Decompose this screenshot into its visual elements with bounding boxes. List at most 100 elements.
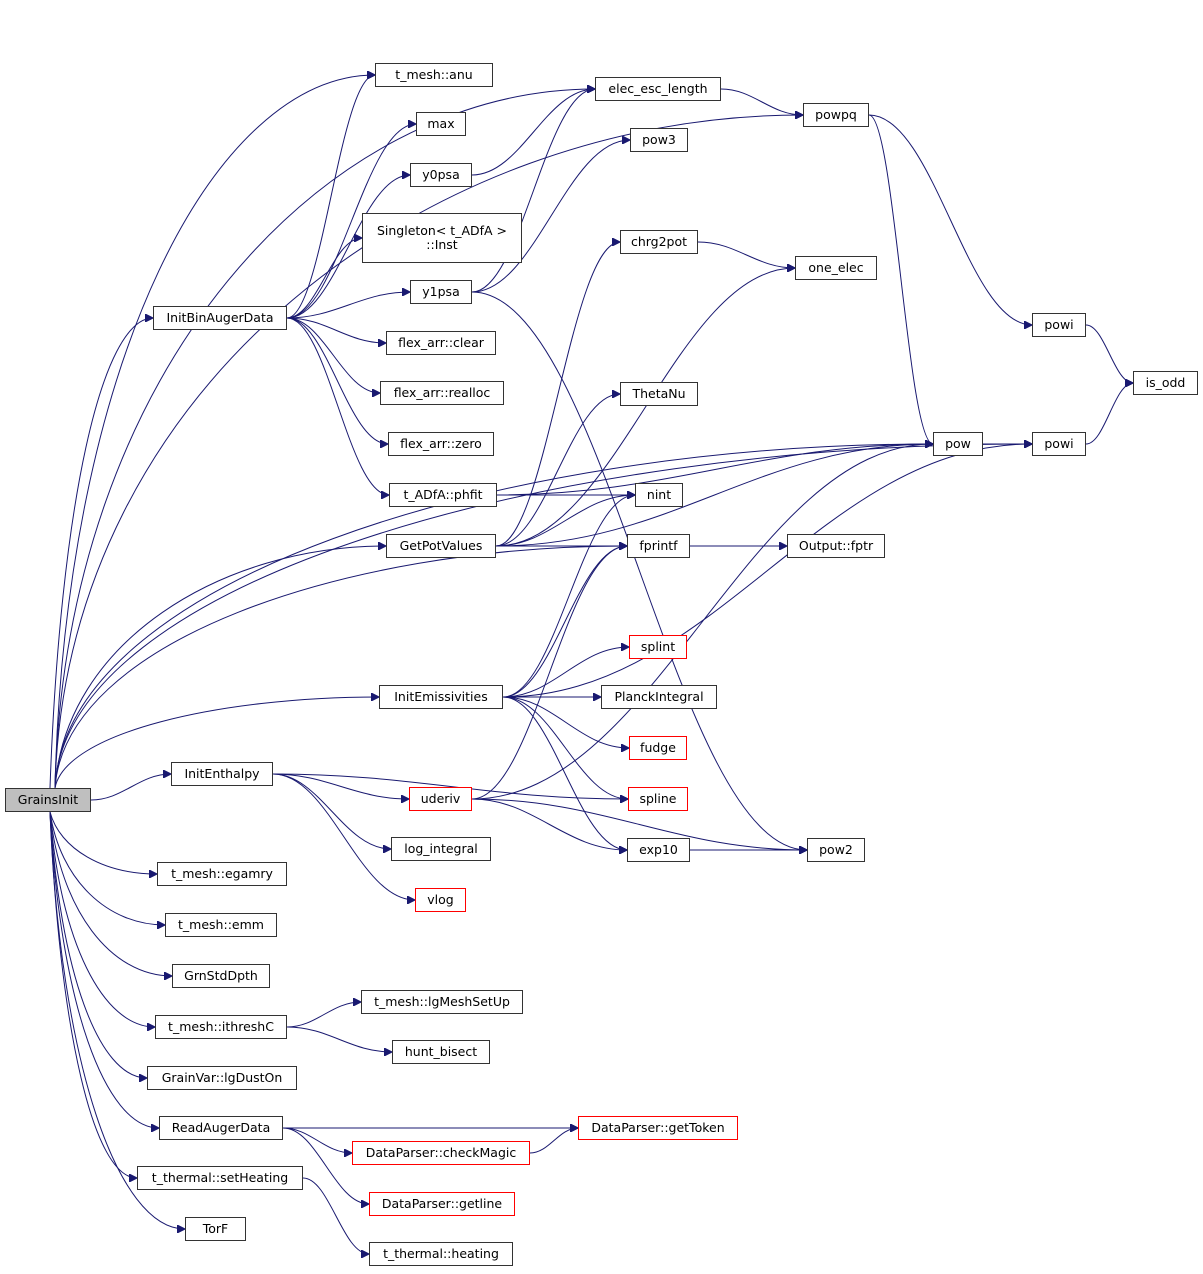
node-log-integral[interactable]: log_integral [391, 837, 491, 861]
edge-initenthalpy-to-spline [272, 773, 628, 799]
node-singleton-inst[interactable]: Singleton< t_ADfA > ::Inst [362, 213, 522, 263]
node-pow[interactable]: pow [933, 432, 983, 456]
edge-initemissivities-to-spline [502, 696, 628, 799]
edge-ithreshc-to-lgmeshsetup [286, 1002, 361, 1028]
node-phfit[interactable]: t_ADfA::phfit [389, 483, 497, 507]
node-one-elec[interactable]: one_elec [795, 256, 877, 280]
node-label: spline [639, 791, 677, 806]
edge-grainsinit-to-powi_bot [54, 444, 1032, 789]
node-gettoken[interactable]: DataParser::getToken [578, 1116, 738, 1140]
edge-setheating-to-heating [302, 1177, 369, 1254]
node-egamry[interactable]: t_mesh::egamry [157, 862, 287, 886]
edge-grainsinit-to-fprintf [54, 546, 627, 789]
node-lgmeshsetup[interactable]: t_mesh::lgMeshSetUp [361, 990, 523, 1014]
node-label: powpq [815, 107, 857, 122]
edge-getpotvalues-to-nint [495, 495, 635, 547]
edge-initbinaugerdata-to-max [286, 124, 416, 319]
node-thetanu[interactable]: ThetaNu [620, 382, 698, 406]
edge-initbinaugerdata-to-y0psa [286, 175, 410, 319]
edge-getpotvalues-to-pow [495, 444, 933, 547]
edge-grainsinit-to-initenthalpy [90, 774, 171, 801]
node-elec-esc-length[interactable]: elec_esc_length [595, 77, 721, 101]
node-flex-zero[interactable]: flex_arr::zero [388, 432, 494, 456]
edge-grainsinit-to-grnstddpth [49, 811, 172, 976]
node-output-fptr[interactable]: Output::fptr [787, 534, 885, 558]
node-label: Singleton< t_ADfA > ::Inst [376, 223, 508, 252]
node-label: is_odd [1145, 375, 1186, 390]
edge-grainsinit-to-ithreshc [49, 811, 155, 1027]
edge-grainsinit-to-getpotvalues [54, 546, 386, 789]
node-initenthalpy[interactable]: InitEnthalpy [171, 762, 273, 786]
node-grainsinit[interactable]: GrainsInit [5, 788, 91, 812]
node-is-odd[interactable]: is_odd [1133, 371, 1198, 395]
node-label: GrainVar::lgDustOn [161, 1070, 283, 1085]
node-label: log_integral [404, 841, 478, 856]
node-heating[interactable]: t_thermal::heating [369, 1242, 513, 1266]
edge-grainsinit-to-initbinaugerdata [49, 318, 153, 789]
node-label: flex_arr::realloc [393, 385, 491, 400]
node-pow2[interactable]: pow2 [807, 838, 865, 862]
edge-initbinaugerdata-to-t_mesh_anu [286, 75, 375, 319]
node-spline[interactable]: spline [628, 787, 688, 811]
edge-powi_bot-to-is_odd [1085, 383, 1133, 445]
node-label: DataParser::getline [381, 1196, 503, 1211]
edge-grainsinit-to-emm [49, 811, 165, 925]
node-exp10[interactable]: exp10 [627, 838, 690, 862]
node-t-mesh-anu[interactable]: t_mesh::anu [375, 63, 493, 87]
edge-checkmagic-to-gettoken [529, 1128, 578, 1154]
node-flex-realloc[interactable]: flex_arr::realloc [380, 381, 504, 405]
node-torf[interactable]: TorF [185, 1217, 246, 1241]
node-nint[interactable]: nint [635, 483, 683, 507]
edge-initbinaugerdata-to-y1psa [286, 292, 410, 319]
edge-initemissivities-to-nint [502, 495, 635, 698]
edge-initemissivities-to-splint [502, 647, 629, 698]
edge-grainsinit-to-torf [49, 811, 185, 1229]
node-initbinaugerdata[interactable]: InitBinAugerData [153, 306, 287, 330]
node-label: t_thermal::heating [383, 1246, 499, 1261]
node-ithreshc[interactable]: t_mesh::ithreshC [155, 1015, 287, 1039]
node-max[interactable]: max [416, 112, 466, 136]
node-label: InitBinAugerData [166, 310, 274, 325]
node-label: one_elec [808, 260, 864, 275]
node-powpq[interactable]: powpq [803, 103, 869, 127]
node-label: pow2 [819, 842, 853, 857]
node-grnstddpth[interactable]: GrnStdDpth [172, 964, 270, 988]
node-initemissivities[interactable]: InitEmissivities [379, 685, 503, 709]
node-readaugerdata[interactable]: ReadAugerData [159, 1116, 283, 1140]
node-lgduston[interactable]: GrainVar::lgDustOn [147, 1066, 297, 1090]
node-label: max [427, 116, 455, 131]
node-getline[interactable]: DataParser::getline [369, 1192, 515, 1216]
node-emm[interactable]: t_mesh::emm [165, 913, 277, 937]
node-fudge[interactable]: fudge [629, 736, 687, 760]
edge-powi_top-to-is_odd [1085, 324, 1133, 383]
node-y1psa[interactable]: y1psa [410, 280, 472, 304]
node-pow3[interactable]: pow3 [630, 128, 688, 152]
edge-initbinaugerdata-to-flex_zero [286, 317, 388, 444]
node-checkmagic[interactable]: DataParser::checkMagic [352, 1141, 530, 1165]
node-label: t_mesh::egamry [171, 866, 273, 881]
node-y0psa[interactable]: y0psa [410, 163, 472, 187]
node-hunt-bisect[interactable]: hunt_bisect [392, 1040, 490, 1064]
edge-uderiv-to-fprintf [471, 546, 627, 800]
node-splint[interactable]: splint [629, 635, 687, 659]
node-powi-top[interactable]: powi [1032, 313, 1086, 337]
node-fprintf[interactable]: fprintf [627, 534, 690, 558]
node-setheating[interactable]: t_thermal::setHeating [137, 1166, 303, 1190]
node-label: DataParser::checkMagic [365, 1145, 517, 1160]
node-label: PlanckIntegral [614, 689, 704, 704]
node-uderiv[interactable]: uderiv [409, 787, 472, 811]
node-flex-clear[interactable]: flex_arr::clear [386, 331, 496, 355]
node-vlog[interactable]: vlog [415, 888, 466, 912]
edge-initenthalpy-to-log_integral [272, 773, 391, 849]
edge-phfit-to-pow [496, 444, 933, 496]
edge-grainsinit-to-egamry [49, 811, 157, 874]
node-label: InitEmissivities [394, 689, 488, 704]
node-planckintegral[interactable]: PlanckIntegral [601, 685, 717, 709]
node-label: t_thermal::setHeating [151, 1170, 289, 1185]
node-label: flex_arr::clear [398, 335, 484, 350]
node-powi-bot[interactable]: powi [1032, 432, 1086, 456]
edge-getpotvalues-to-chrg2pot [495, 242, 620, 547]
node-label: nint [646, 487, 672, 502]
node-chrg2pot[interactable]: chrg2pot [620, 230, 698, 254]
node-getpotvalues[interactable]: GetPotValues [386, 534, 496, 558]
